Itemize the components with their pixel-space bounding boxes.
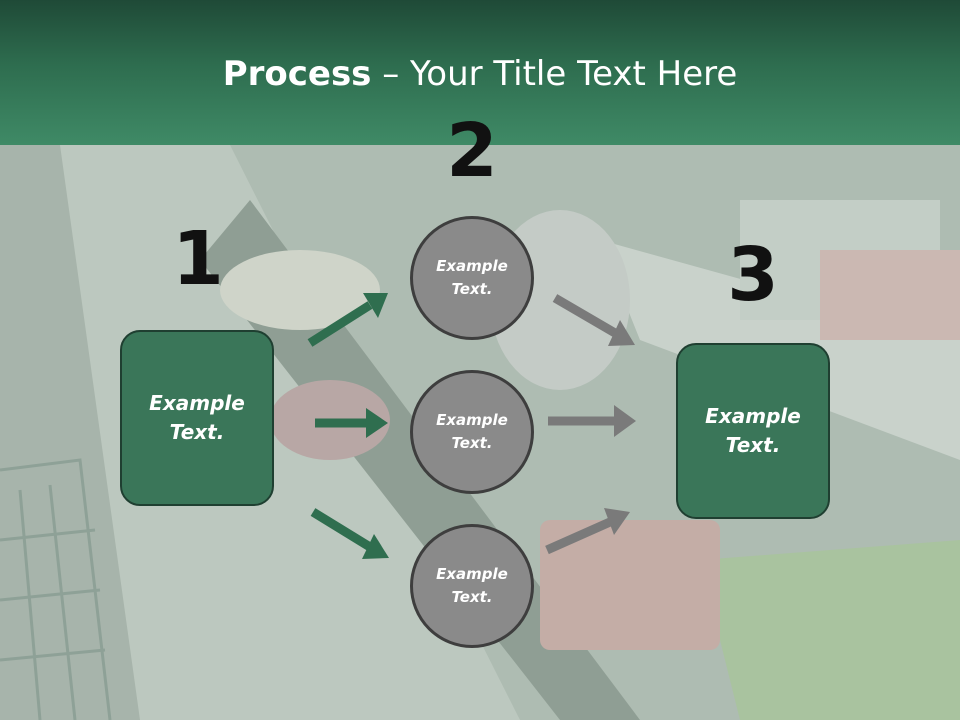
title-bar: Process – Your Title Text Here: [0, 0, 960, 145]
step-number-1: 1: [172, 216, 224, 302]
step-3-box: Example Text.: [676, 343, 830, 519]
step-number-3: 3: [727, 232, 779, 318]
green-arrow-down: [310, 508, 389, 559]
title-bold: Process: [222, 54, 372, 94]
step-3-text: Example Text.: [705, 404, 801, 457]
step-1-text: Example Text.: [149, 391, 245, 444]
step-number-2: 2: [446, 108, 498, 194]
step-1-box: Example Text.: [120, 330, 274, 506]
grey-arrow-down: [552, 294, 635, 346]
green-arrow-right: [315, 408, 388, 438]
title-rest: – Your Title Text Here: [371, 54, 738, 94]
step-2-circle-bottom: Example Text.: [410, 524, 534, 648]
step-2-circle-top: Example Text.: [410, 216, 534, 340]
step-2-circle-middle: Example Text.: [410, 370, 534, 494]
circle-bottom-text: Example Text.: [436, 565, 508, 606]
grey-arrow-right: [548, 405, 636, 437]
circle-top-text: Example Text.: [436, 257, 508, 298]
grey-arrow-up: [545, 508, 630, 555]
green-arrow-up: [307, 293, 388, 347]
circle-middle-text: Example Text.: [436, 411, 508, 452]
slide-title: Process – Your Title Text Here: [0, 52, 960, 96]
